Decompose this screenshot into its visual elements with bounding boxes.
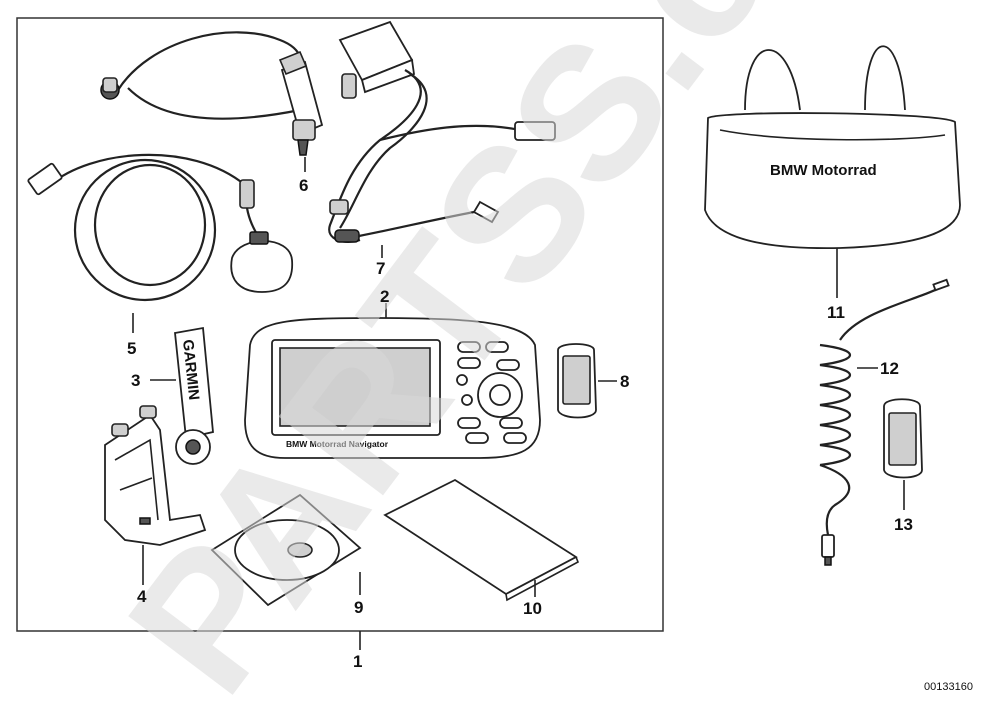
strap-logo-text: GARMIN <box>179 339 202 401</box>
callout-3: 3 <box>131 371 140 390</box>
callout-4: 4 <box>137 587 147 606</box>
power-cable-illustration <box>100 31 324 156</box>
coiled-cable-illustration <box>819 278 950 566</box>
callout-10: 10 <box>523 599 542 618</box>
callout-5: 5 <box>127 339 136 358</box>
navigator-bezel-text: BMW Motorrad Navigator <box>286 439 389 449</box>
mount-strap-illustration: GARMIN <box>174 326 214 465</box>
travel-bag-illustration: BMW Motorrad <box>704 45 961 249</box>
callout-12: 12 <box>880 359 899 378</box>
callout-labels: 1 2 3 4 5 6 7 8 9 10 11 12 13 <box>127 176 913 671</box>
callout-7: 7 <box>376 259 385 278</box>
ac-adapter-illustration <box>328 20 556 243</box>
cd-case-illustration <box>210 493 362 607</box>
usb-cable-illustration <box>27 153 293 302</box>
callout-8: 8 <box>620 372 629 391</box>
callout-1: 1 <box>353 652 362 671</box>
callout-6: 6 <box>299 176 308 195</box>
kit-frame <box>16 17 664 632</box>
callout-9: 9 <box>354 598 363 617</box>
callout-11: 11 <box>827 303 845 322</box>
bag-brand-text: BMW Motorrad <box>770 162 877 179</box>
memory-card-2-illustration <box>883 398 923 479</box>
navigator-unit-illustration: BMW Motorrad Navigator <box>244 317 541 459</box>
manual-booklet-illustration <box>383 478 580 602</box>
cradle-illustration <box>104 405 207 546</box>
callout-13: 13 <box>894 515 913 534</box>
callout-2: 2 <box>380 287 389 306</box>
leader-lines <box>132 157 905 650</box>
reference-number: 00133160 <box>924 681 973 693</box>
memory-card-illustration <box>557 343 597 419</box>
